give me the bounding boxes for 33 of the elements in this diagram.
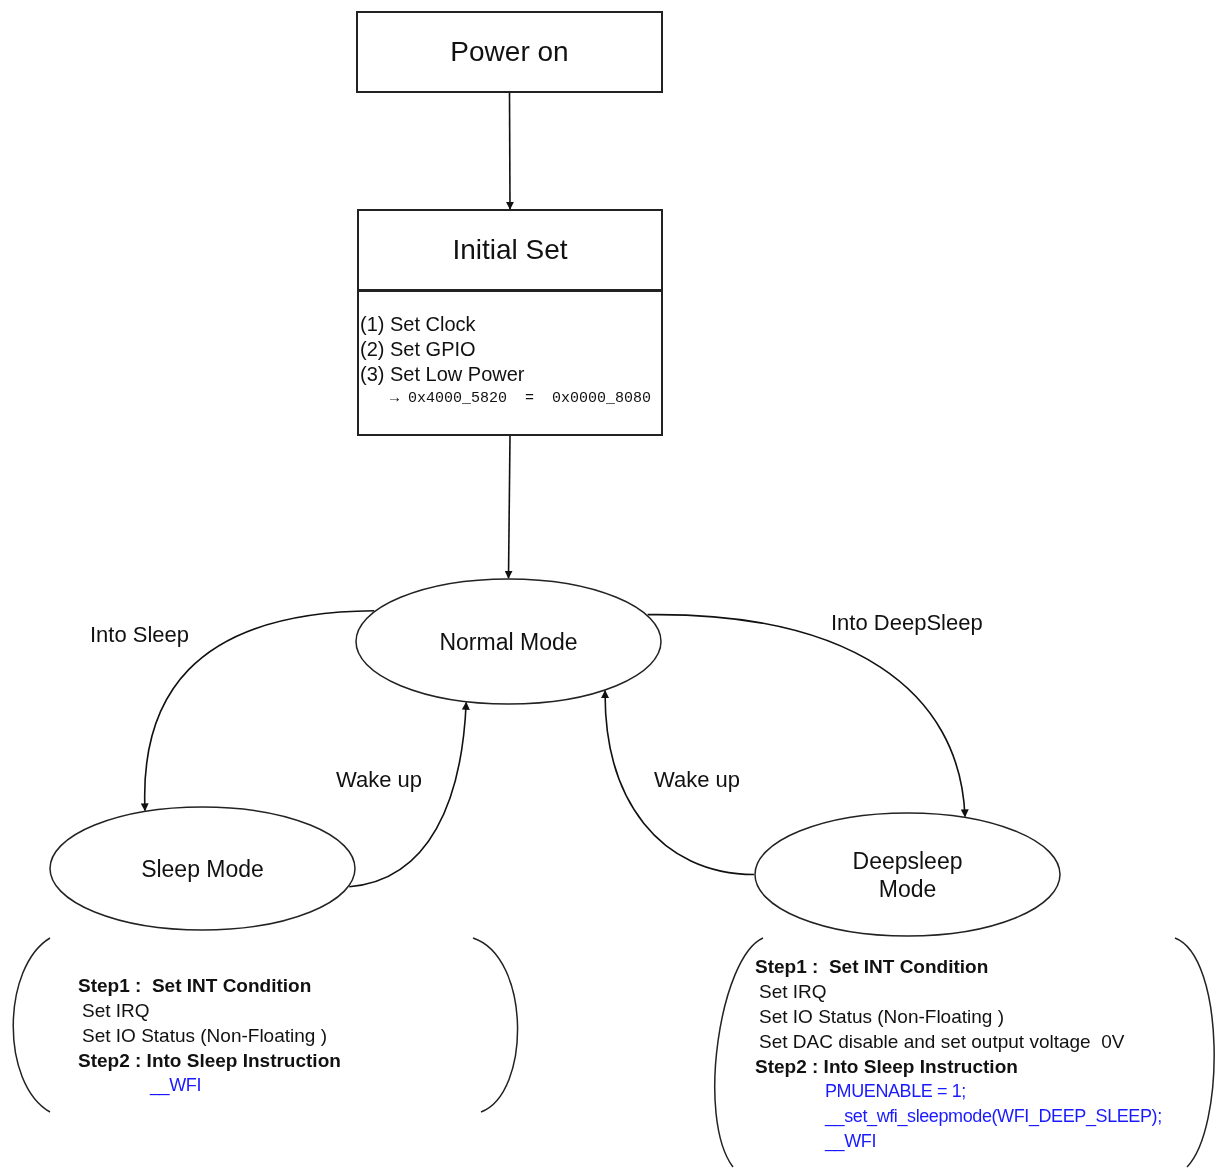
box-title: Initial Set xyxy=(452,234,568,266)
step-text: (3) Set Low Power xyxy=(360,362,526,387)
state-ellipse xyxy=(355,578,662,705)
state-ellipse xyxy=(49,806,356,931)
step-text: Set IO Status (Non-Floating ) xyxy=(759,1005,1005,1029)
step-heading: Step1 : Set INT Condition xyxy=(755,955,990,979)
code-line: PMUENABLE = 1; xyxy=(825,1080,967,1103)
process-box xyxy=(356,11,663,93)
step-heading: Step2 : Into Sleep Instruction xyxy=(78,1049,341,1073)
step-heading: Step1 : Set INT Condition xyxy=(78,974,313,998)
arrow xyxy=(141,609,376,812)
process-box xyxy=(357,209,663,436)
register-setting: → 0x4000_5820 = 0x0000_8080 xyxy=(390,389,652,409)
state-ellipse xyxy=(754,812,1061,937)
box-title: Power on xyxy=(450,36,569,68)
arrow xyxy=(348,701,470,888)
step-text: Set IRQ xyxy=(82,999,151,1023)
arrow xyxy=(601,690,755,876)
step-heading: Step2 : Into Sleep Instruction xyxy=(755,1055,1019,1079)
arrow xyxy=(646,613,969,818)
code-line: __WFI xyxy=(825,1130,877,1154)
step-text: Set IO Status (Non-Floating ) xyxy=(82,1024,328,1048)
state-label: Deepsleep Mode xyxy=(851,846,964,903)
step-text: Set IRQ xyxy=(759,980,828,1004)
arrow xyxy=(504,435,513,579)
step-text: (1) Set Clock xyxy=(360,312,477,337)
code-line: __set_wfi_sleepmode(WFI_DEEP_SLEEP); xyxy=(825,1105,1162,1129)
step-text: Set DAC disable and set output voltage 0V xyxy=(759,1030,1126,1054)
arrow xyxy=(505,92,514,210)
code-line: __WFI xyxy=(150,1074,202,1098)
state-label: Sleep Mode xyxy=(141,854,264,883)
state-label: Normal Mode xyxy=(439,627,578,656)
step-text: (2) Set GPIO xyxy=(360,337,477,362)
